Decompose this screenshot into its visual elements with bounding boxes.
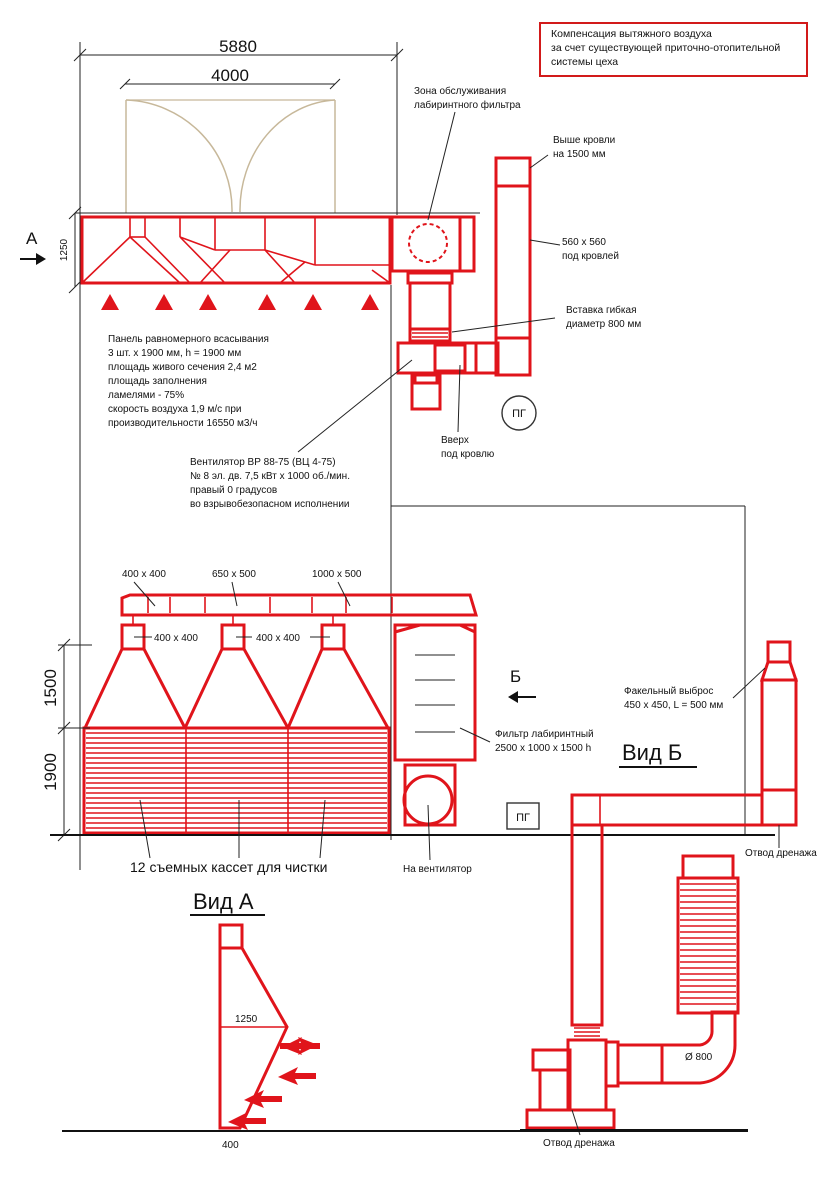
view-a-marker: А [26,229,38,248]
view-a-intake-arrows [228,1037,320,1130]
drain-label-bottom: Отвод дренажа [543,1138,615,1149]
cassettes-label: 12 съемных кассет для чистки [130,859,327,875]
filter-label-2: 2500 х 1000 х 1500 h [495,743,591,754]
up-label-2: под кровлю [441,449,495,460]
view-b-title: Вид Б [622,740,682,765]
panel-desc-3: площадь живого сечения 2,4 м2 [108,362,257,373]
drain-label-top: Отвод дренажа [745,848,817,859]
height-1900-text: 1900 [41,753,60,791]
note-line-1: Компенсация вытяжного воздуха [551,28,712,40]
panel-desc-4: площадь заполнения [108,376,207,387]
front-elevation: 400 х 400 650 х 500 1000 х 500 400 х 400… [41,569,775,875]
view-a-dim-1250: 1250 [235,1014,258,1025]
cassette-block [82,726,391,835]
duct-size-label-2: под кровлей [562,251,619,262]
roof-label-2: на 1500 мм [553,149,606,160]
filter-slats [680,883,736,1005]
neck-dim-1: 400 х 400 [154,633,198,644]
roof-label-1: Выше кровли [553,135,615,146]
duct-dim-400-top: 400 х 400 [122,569,166,580]
pg-text-plan: ПГ [512,408,526,420]
fan-desc-4: во взрывобезопасном исполнении [190,498,350,510]
flex-label-1: Вставка гибкая [566,304,636,316]
suction-panel-plan [80,215,392,285]
panel-desc-1: Панель равномерного всасывания [108,334,269,345]
flare-label-2: 450 х 450, L = 500 мм [624,700,723,711]
view-a-title: Вид А [193,889,254,914]
pg-text-elevation: ПГ [516,812,530,824]
duct-dim-650: 650 х 500 [212,569,256,580]
duct-dim-1000: 1000 х 500 [312,569,362,580]
dim-4000-text: 4000 [211,66,249,85]
door-swing [125,99,336,213]
dim-5880-text: 5880 [219,37,257,56]
neck-dim-2: 400 х 400 [256,633,300,644]
view-a: Вид А 1250 400 [62,889,748,1151]
fan-stack-plan [396,271,500,411]
flex-label-2: диаметр 800 мм [566,319,641,330]
fan-desc-2: № 8 эл. дв. 7,5 кВт х 1000 об./мин. [190,470,350,482]
plan-view: 5880 4000 1250 А [20,37,641,510]
fan-desc-1: Вентилятор ВР 88-75 (ВЦ 4-75) [190,457,336,468]
view-b-marker: Б [510,667,521,686]
height-1500-text: 1500 [41,669,60,707]
view-a-dim-400: 400 [222,1140,239,1151]
diameter-label: Ø 800 [685,1052,713,1063]
filter-label-1: Фильтр лабиринтный [495,728,594,740]
panel-desc-5: ламелями - 75% [108,390,184,401]
flare-label-1: Факельный выброс [624,685,713,697]
service-zone-label-2: лабиринтного фильтра [414,99,521,111]
panel-desc-2: 3 шт. х 1900 мм, h = 1900 мм [108,348,241,359]
cassette-slats [86,732,387,829]
to-fan-label: На вентилятор [403,864,472,875]
suction-arrows [101,294,379,310]
service-zone-label-1: Зона обслуживания [414,85,506,97]
panel-desc-6: скорость воздуха 1,9 м/с при [108,404,242,415]
pg-circle-plan [501,395,537,431]
labyrinth-filter [393,623,477,762]
roof-duct-plan [474,156,532,377]
fan-circle-dashed [408,223,448,263]
note-line-3: системы цеха [551,56,619,68]
compensation-note-box: Компенсация вытяжного воздуха за счет су… [539,22,808,77]
note-line-2: за счет существующей приточно-отопительн… [551,42,781,54]
view-b: Вид Б Факельный выброс 450 х 450, L = 50… [520,640,817,1149]
panel-desc-7: производительности 16550 м3/ч [108,418,257,429]
duct-size-label-1: 560 х 560 [562,237,606,248]
dim-1250-text: 1250 [59,238,70,261]
fan-desc-3: правый 0 градусов [190,485,277,496]
pg-box-elevation [506,802,540,830]
up-label-1: Вверх [441,435,469,446]
